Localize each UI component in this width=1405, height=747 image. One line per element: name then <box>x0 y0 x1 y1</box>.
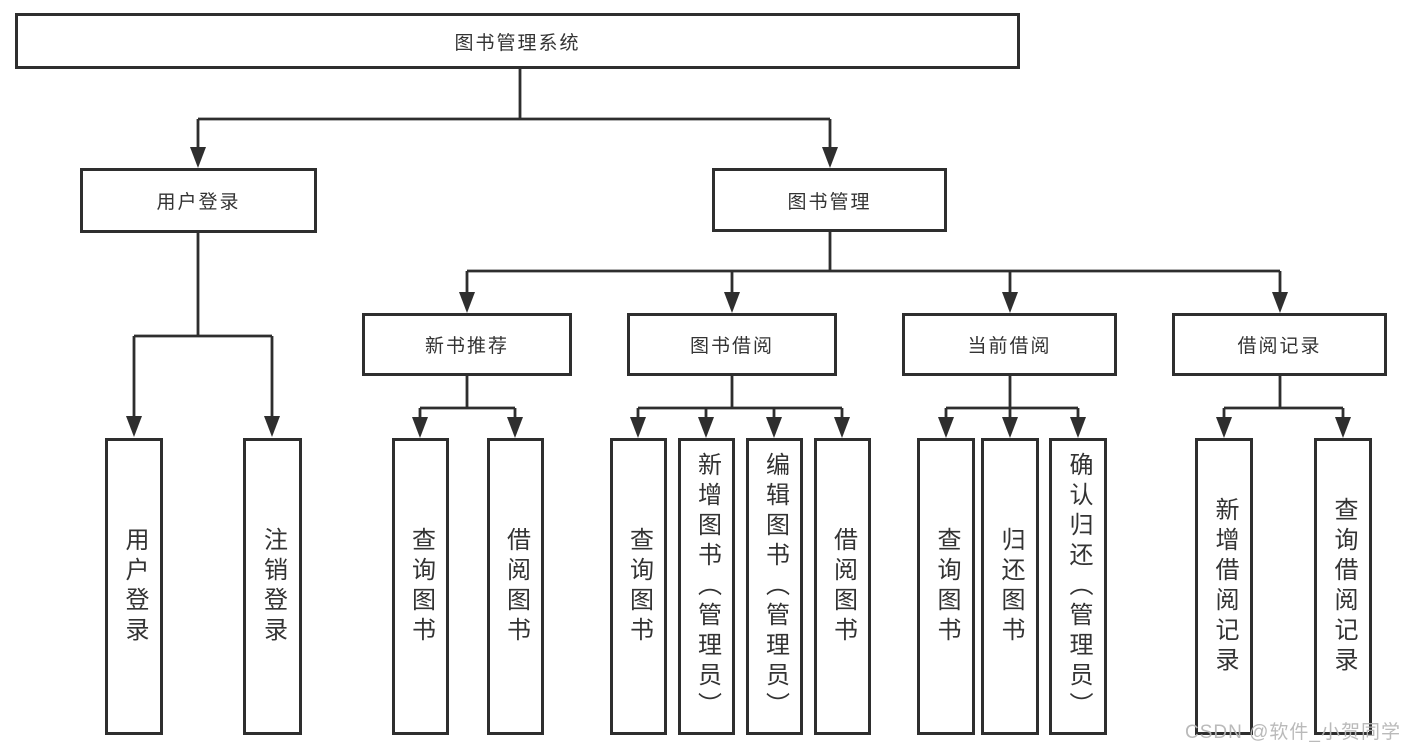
node-label: 图书管理系统 <box>454 32 581 54</box>
node-label: 新书推荐 <box>424 336 509 357</box>
node-label: 新增借阅记录 <box>1211 496 1238 677</box>
node-label: 借阅图书 <box>502 526 530 647</box>
leaf-query-borrow-record: 查询借阅记录 <box>1314 438 1372 735</box>
leaf-query-books-current: 查询图书 <box>917 438 975 735</box>
node-book-borrowing: 图书借阅 <box>627 313 837 376</box>
node-label: 当前借阅 <box>967 336 1052 357</box>
node-book-management: 图书管理 <box>712 168 947 232</box>
leaf-add-book-admin: 新增图书（管理员） <box>678 438 735 735</box>
node-label: 查询借阅记录 <box>1330 496 1357 677</box>
node-label: 新增图书（管理员） <box>693 451 721 722</box>
leaf-logout: 注销登录 <box>243 438 302 735</box>
node-label: 查询图书 <box>407 526 435 647</box>
leaf-borrow-books-borrowing: 借阅图书 <box>814 438 871 735</box>
node-label: 编辑图书（管理员） <box>761 451 789 722</box>
csdn-watermark: CSDN @软件_小贺同学 <box>1185 722 1401 743</box>
leaf-add-borrow-record: 新增借阅记录 <box>1195 438 1253 735</box>
node-current-borrowing: 当前借阅 <box>902 313 1117 376</box>
node-label: 注销登录 <box>259 526 287 647</box>
node-new-book-recommendation: 新书推荐 <box>362 313 572 376</box>
leaf-query-books-recommendation: 查询图书 <box>392 438 449 735</box>
node-label: 用户登录 <box>121 526 148 647</box>
node-label: 确认归还（管理员） <box>1065 451 1092 722</box>
node-label: 借阅图书 <box>829 526 857 647</box>
node-user-login: 用户登录 <box>80 168 317 233</box>
node-label: 用户登录 <box>156 192 241 213</box>
leaf-borrow-books-recommendation: 借阅图书 <box>487 438 544 735</box>
leaf-return-book: 归还图书 <box>981 438 1039 735</box>
arrowhead-icons <box>126 147 1351 438</box>
node-label: 查询图书 <box>933 526 960 647</box>
leaf-confirm-return-admin: 确认归还（管理员） <box>1049 438 1107 735</box>
node-label: 图书管理 <box>787 191 872 213</box>
node-label: 归还图书 <box>997 526 1024 647</box>
leaf-edit-book-admin: 编辑图书（管理员） <box>746 438 803 735</box>
node-label: 查询图书 <box>625 526 653 647</box>
leaf-query-books-borrowing: 查询图书 <box>610 438 667 735</box>
node-library-management-system: 图书管理系统 <box>15 13 1020 69</box>
leaf-user-login: 用户登录 <box>105 438 163 735</box>
node-borrowing-records: 借阅记录 <box>1172 313 1387 376</box>
node-label: 图书借阅 <box>689 336 774 357</box>
node-label: 借阅记录 <box>1237 336 1322 357</box>
